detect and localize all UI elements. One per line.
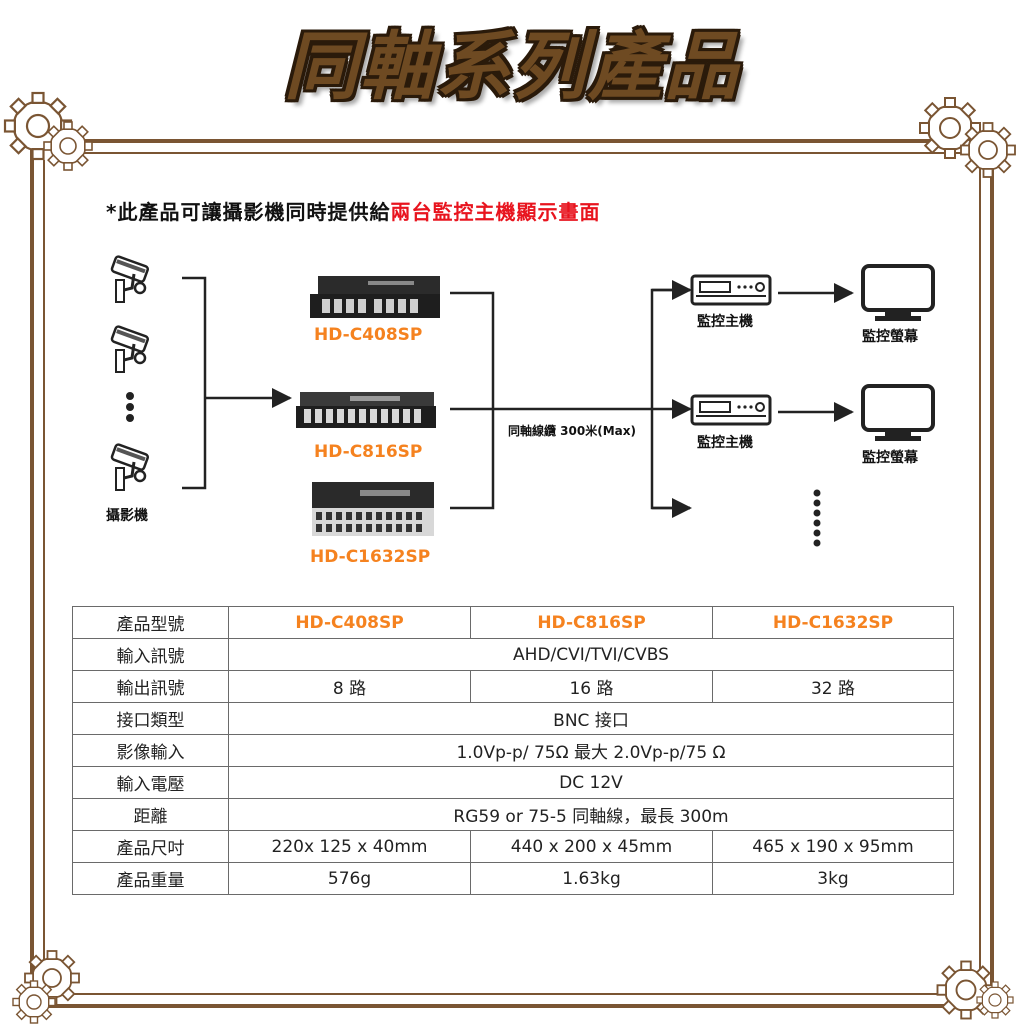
- table-row: 輸入訊號 AHD/CVI/TVI/CVBS: [72, 638, 954, 671]
- dvr-label-1: 監控主機: [697, 314, 753, 330]
- product-note: *此產品可讓攝影機同時提供給兩台監控主機顯示畫面: [106, 196, 600, 225]
- dvr-icon: [690, 274, 772, 306]
- row-label: 接口類型: [72, 702, 229, 735]
- table-cell: DC 12V: [228, 766, 954, 799]
- table-cell: BNC 接口: [228, 702, 954, 735]
- model-label-3: HD-C1632SP: [310, 547, 431, 567]
- model-label-1: HD-C408SP: [314, 325, 423, 345]
- table-row: 輸入電壓 DC 12V: [72, 766, 954, 799]
- note-highlight: 兩台監控主機顯示畫面: [390, 200, 601, 224]
- camera-icon: [109, 254, 151, 304]
- row-label: 產品尺吋: [72, 830, 229, 863]
- camera-label: 攝影機: [106, 508, 148, 524]
- table-row: 產品尺吋 220x 125 x 40mm 440 x 200 x 45mm 46…: [72, 830, 954, 863]
- row-label: 影像輸入: [72, 734, 229, 767]
- table-cell: 465 x 190 x 95mm: [712, 830, 954, 863]
- monitor-icon: [861, 384, 935, 443]
- row-label: 輸入電壓: [72, 766, 229, 799]
- device-hd-c408sp: [310, 276, 440, 318]
- table-cell: 220x 125 x 40mm: [228, 830, 471, 863]
- table-cell: RG59 or 75-5 同軸線，最長 300m: [228, 798, 954, 831]
- table-cell: 32 路: [712, 670, 954, 703]
- monitor-icon: [861, 264, 935, 323]
- device-hd-c1632sp: [312, 482, 434, 536]
- gear-icon: [976, 981, 1014, 1019]
- table-row: 輸出訊號 8 路 16 路 32 路: [72, 670, 954, 703]
- table-cell: AHD/CVI/TVI/CVBS: [228, 638, 954, 671]
- device-hd-c816sp: [296, 392, 436, 428]
- table-cell: HD-C1632SP: [712, 606, 954, 639]
- spec-table: 產品型號 HD-C408SP HD-C816SP HD-C1632SP 輸入訊號…: [72, 606, 954, 895]
- table-cell: HD-C816SP: [470, 606, 713, 639]
- note-prefix: *此產品可讓攝影機同時提供給: [106, 200, 391, 224]
- model-label-2: HD-C816SP: [314, 442, 423, 462]
- row-label: 產品型號: [72, 606, 229, 639]
- dvr-icon: [690, 394, 772, 426]
- row-label: 距離: [72, 798, 229, 831]
- monitor-label-1: 監控螢幕: [862, 329, 918, 345]
- table-row: 產品重量 576g 1.63kg 3kg: [72, 862, 954, 895]
- table-cell: 3kg: [712, 862, 954, 895]
- table-cell: 8 路: [228, 670, 471, 703]
- table-row: 影像輸入 1.0Vp-p/ 75Ω 最大 2.0Vp-p/75 Ω: [72, 734, 954, 767]
- table-cell: 1.0Vp-p/ 75Ω 最大 2.0Vp-p/75 Ω: [228, 734, 954, 767]
- connection-diagram: [109, 254, 935, 547]
- row-label: 產品重量: [72, 862, 229, 895]
- page-title: 同軸系列產品: [284, 24, 740, 110]
- table-cell: HD-C408SP: [228, 606, 471, 639]
- cable-label: 同軸線纜 300米(Max): [508, 424, 636, 438]
- table-row: 接口類型 BNC 接口: [72, 702, 954, 735]
- table-cell: 1.63kg: [470, 862, 713, 895]
- camera-icon: [109, 442, 151, 492]
- dvr-label-2: 監控主機: [697, 435, 753, 451]
- table-cell: 576g: [228, 862, 471, 895]
- camera-icon: [109, 324, 151, 374]
- row-label: 輸出訊號: [72, 670, 229, 703]
- monitor-label-2: 監控螢幕: [862, 450, 918, 466]
- row-label: 輸入訊號: [72, 638, 229, 671]
- table-cell: 440 x 200 x 45mm: [470, 830, 713, 863]
- table-row: 產品型號 HD-C408SP HD-C816SP HD-C1632SP: [72, 606, 954, 639]
- table-cell: 16 路: [470, 670, 713, 703]
- table-row: 距離 RG59 or 75-5 同軸線，最長 300m: [72, 798, 954, 831]
- gear-icon: [12, 980, 56, 1024]
